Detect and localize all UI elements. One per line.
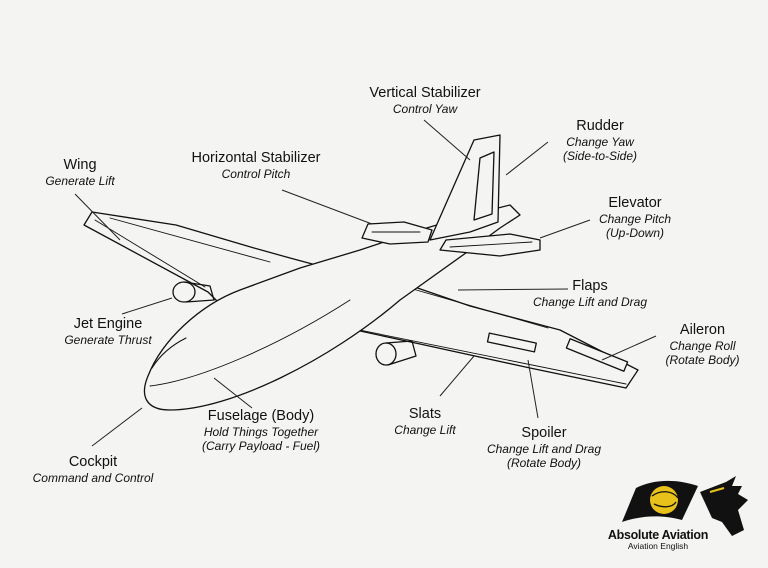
vertical-stabilizer-subtitle: Control Yaw (392, 102, 458, 117)
cockpit-window (151, 337, 187, 369)
left-wing-flap-line (109, 217, 271, 263)
fuselage-line1: Hold Things Together (203, 425, 319, 440)
flaps-title: Flaps (572, 278, 608, 294)
label-vertical-stabilizer: Vertical Stabilizer Control Yaw (355, 85, 495, 116)
slats-subtitle: Change Lift (394, 423, 456, 438)
rudder-line2: (Side-to-Side) (562, 149, 638, 164)
label-fuselage: Fuselage (Body) Hold Things Together (Ca… (186, 408, 336, 453)
absolute-aviation-logo (622, 476, 748, 536)
rudder-line1: Change Yaw (566, 135, 634, 150)
vertical-stabilizer-title: Vertical Stabilizer (369, 85, 481, 101)
vertical-stabilizer (429, 134, 501, 241)
logo-name: Absolute Aviation (607, 528, 709, 542)
horizontal-stabilizer (361, 221, 433, 245)
aileron-line1: Change Roll (669, 339, 736, 354)
right-jet-engine (375, 342, 397, 366)
jet-engine-title: Jet Engine (73, 316, 143, 332)
label-flaps: Flaps Change Lift and Drag (520, 278, 660, 309)
label-cockpit: Cockpit Command and Control (20, 454, 166, 485)
label-aileron: Aileron Change Roll (Rotate Body) (655, 322, 750, 367)
spoiler-title: Spoiler (521, 425, 567, 441)
aileron-panel (565, 338, 629, 372)
fuselage-line2: (Carry Payload - Fuel) (201, 439, 321, 454)
left-jet-engine (172, 281, 196, 303)
elevator-line1: Change Pitch (598, 212, 672, 227)
logo-text: Absolute Aviation Aviation English (596, 528, 720, 551)
rudder-title: Rudder (576, 118, 624, 134)
wing-title: Wing (63, 157, 97, 173)
label-wing: Wing Generate Lift (30, 157, 130, 188)
jet-engine-subtitle: Generate Thrust (64, 333, 152, 348)
aileron-title: Aileron (679, 322, 726, 338)
elevator-line2: (Up-Down) (605, 226, 664, 241)
fuselage-title: Fuselage (Body) (207, 408, 315, 424)
label-horizontal-stabilizer: Horizontal Stabilizer Control Pitch (176, 150, 336, 181)
flaps-subtitle: Change Lift and Drag (532, 295, 648, 310)
spoiler-panel (486, 332, 537, 353)
horizontal-stabilizer-title: Horizontal Stabilizer (191, 150, 321, 166)
spoiler-line2: (Rotate Body) (506, 456, 582, 471)
spoiler-line1: Change Lift and Drag (486, 442, 602, 457)
fuselage-window-line (149, 299, 351, 387)
label-rudder: Rudder Change Yaw (Side-to-Side) (550, 118, 650, 163)
cockpit-subtitle: Command and Control (32, 471, 154, 486)
leader-lines (74, 119, 657, 447)
slats-title: Slats (408, 406, 442, 422)
label-elevator: Elevator Change Pitch (Up-Down) (585, 195, 685, 240)
left-wing-slat-line (94, 219, 206, 288)
logo-tagline: Aviation English (627, 541, 689, 551)
label-jet-engine: Jet Engine Generate Thrust (50, 316, 166, 347)
cockpit-title: Cockpit (68, 454, 118, 470)
right-wing-flap-line (391, 282, 549, 329)
label-spoiler: Spoiler Change Lift and Drag (Rotate Bod… (472, 425, 616, 470)
fuselage (143, 204, 521, 411)
horizontal-stabilizer-subtitle: Control Pitch (221, 167, 291, 182)
wing-subtitle: Generate Lift (45, 174, 115, 189)
elevator-title: Elevator (608, 195, 662, 211)
label-slats: Slats Change Lift (380, 406, 470, 437)
aileron-line2: (Rotate Body) (665, 353, 740, 368)
rudder-panel (473, 151, 495, 221)
